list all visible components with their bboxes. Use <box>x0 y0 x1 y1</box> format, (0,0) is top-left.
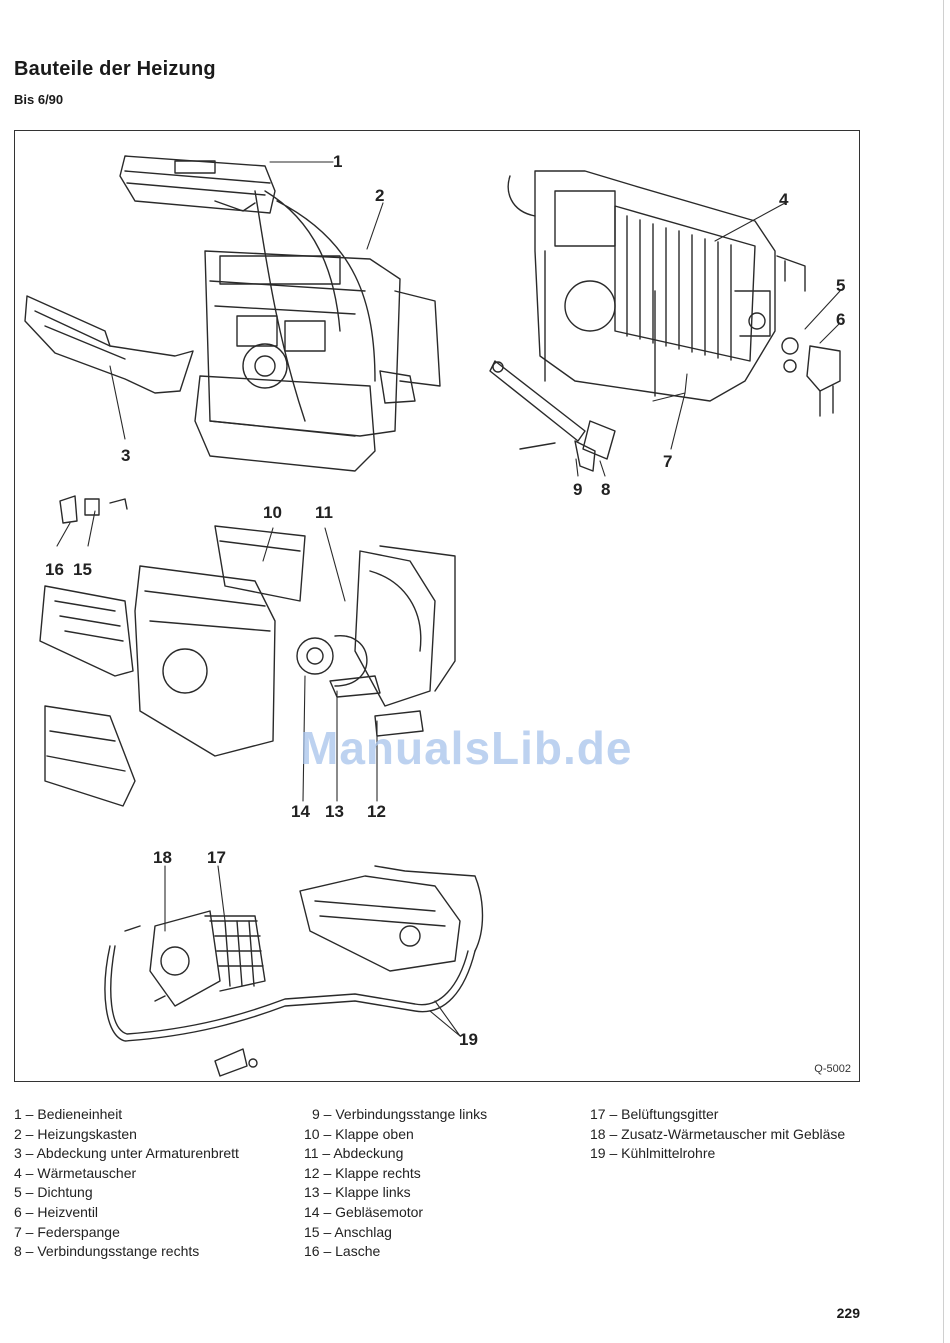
callout-18: 18 <box>153 848 172 867</box>
legend-item: 4 – Wärmetauscher <box>14 1164 137 1181</box>
legend-item: 15 – Anschlag <box>304 1223 392 1240</box>
callout-11: 11 <box>315 503 333 522</box>
watermark-text: ManualsLib.de <box>300 722 633 774</box>
callout-7: 7 <box>663 452 673 471</box>
dash-cover-drawing <box>24 295 194 394</box>
heater-box-drawing <box>194 190 441 472</box>
heater-box-lower-drawing <box>299 865 484 972</box>
coolant-pipes-drawing <box>104 925 476 1077</box>
linkage-rods-drawing <box>489 360 616 472</box>
parts-diagram: ManualsLib.de 1 2 3 4 5 6 7 8 9 10 11 12… <box>14 130 860 1082</box>
callout-13: 13 <box>325 802 344 821</box>
callout-4: 4 <box>779 190 789 209</box>
figure-code: Q-5002 <box>814 1063 851 1075</box>
page-edge <box>943 0 944 1343</box>
page-number: 229 <box>836 1305 860 1321</box>
legend-item: 9 – Verbindungsstange links <box>312 1106 488 1122</box>
legend-item: 16 – Lasche <box>304 1243 381 1260</box>
heat-exchanger-drawing <box>507 170 776 402</box>
callout-12: 12 <box>367 802 386 821</box>
callout-2: 2 <box>375 186 385 205</box>
page-subtitle: Bis 6/90 <box>14 92 64 107</box>
legend-column-1: 1 – Bedieneinheit 2 – Heizungskasten 3 –… <box>14 1105 239 1262</box>
callout-15: 15 <box>73 560 92 579</box>
page-title: Bauteile der Heizung <box>14 58 216 80</box>
callout-6: 6 <box>836 310 846 329</box>
legend-column-3: 17 – Belüftungsgitter 18 – Zusatz-Wärmet… <box>590 1105 845 1164</box>
gasket-valve-drawing <box>776 255 841 417</box>
diagram-drawing <box>24 155 841 1077</box>
callout-16: 16 <box>45 560 64 579</box>
callout-9: 9 <box>573 480 583 499</box>
aux-heater-drawing <box>149 910 266 1007</box>
legend-item: 14 – Gebläsemotor <box>304 1203 424 1220</box>
legend-item: 5 – Dichtung <box>14 1184 93 1201</box>
legend-item: 17 – Belüftungsgitter <box>590 1106 719 1122</box>
legend-item: 7 – Federspange <box>14 1223 120 1240</box>
legend-item: 8 – Verbindungsstange rechts <box>14 1243 200 1260</box>
callout-3: 3 <box>121 446 131 465</box>
callout-8: 8 <box>601 480 611 499</box>
legend-item: 10 – Klappe oben <box>304 1125 414 1142</box>
callout-17: 17 <box>207 848 226 867</box>
legend-item: 12 – Klappe rechts <box>304 1164 421 1181</box>
legend-item: 6 – Heizventil <box>14 1203 99 1220</box>
control-unit-drawing <box>119 155 276 214</box>
legend-item: 3 – Abdeckung unter Armaturenbrett <box>14 1145 239 1162</box>
legend-item: 13 – Klappe links <box>304 1184 411 1201</box>
callout-19: 19 <box>459 1030 478 1049</box>
legend-item: 18 – Zusatz-Wärmetauscher mit Gebläse <box>590 1125 846 1142</box>
callout-1: 1 <box>333 152 343 171</box>
legend-item: 19 – Kühlmittelrohre <box>590 1145 716 1162</box>
legend-item: 1 – Bedieneinheit <box>14 1106 123 1122</box>
legend-item: 11 – Abdeckung <box>304 1145 404 1162</box>
legend-item: 2 – Heizungskasten <box>14 1125 137 1142</box>
callout-10: 10 <box>263 503 282 522</box>
callout-5: 5 <box>836 276 846 295</box>
legend-column-2: 9 – Verbindungsstange links 10 – Klappe … <box>304 1105 487 1262</box>
blower-assembly-drawing <box>39 495 456 807</box>
leader-lines <box>56 161 841 1037</box>
callout-14: 14 <box>291 802 310 821</box>
